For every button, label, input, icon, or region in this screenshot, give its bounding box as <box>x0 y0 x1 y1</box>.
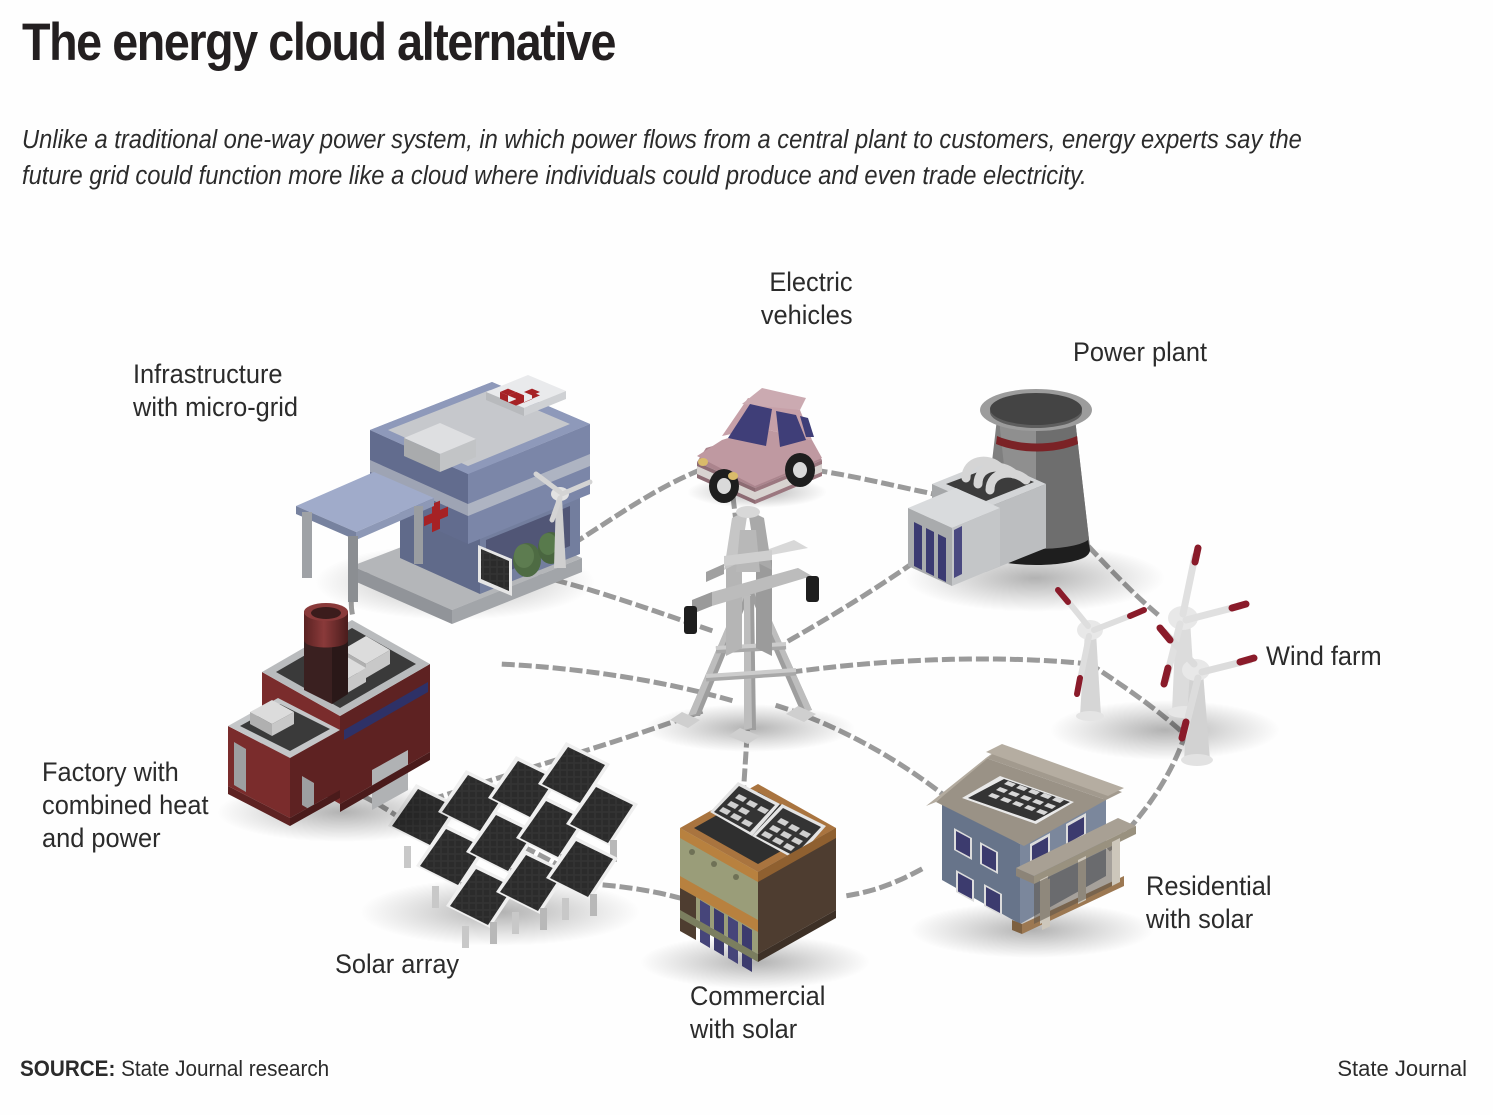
source-line: SOURCE: State Journal research <box>20 1056 329 1082</box>
page-subtitle: Unlike a traditional one-way power syste… <box>22 126 1302 191</box>
source-prefix: SOURCE: <box>20 1056 116 1081</box>
icon-electric-vehicle <box>687 388 827 508</box>
connector-network <box>348 465 1189 902</box>
page-title: The energy cloud alternative <box>22 13 616 72</box>
icon-factory-chp <box>217 603 467 842</box>
smokestack <box>304 603 348 704</box>
label-electric-vehicles: Electric vehicles <box>761 267 853 330</box>
icon-hospital-building <box>296 375 595 624</box>
wind-turbine <box>1160 544 1250 718</box>
icon-transmission-tower <box>645 506 855 752</box>
wind-turbine <box>1055 587 1147 721</box>
label-residential: Residential with solar <box>1146 871 1272 934</box>
label-infrastructure: Infrastructure with micro-grid <box>133 359 298 422</box>
wind-turbine <box>1156 624 1258 766</box>
icon-solar-array <box>360 742 640 948</box>
icon-power-plant <box>905 389 1165 612</box>
label-commercial: Commercial with solar <box>690 981 826 1044</box>
label-wind-farm: Wind farm <box>1266 641 1382 671</box>
icon-residential-house <box>910 744 1154 958</box>
micro-wind-turbine <box>533 471 593 568</box>
icon-commercial-building <box>640 782 870 989</box>
label-factory: Factory with combined heat and power <box>42 757 209 853</box>
label-power-plant: Power plant <box>1073 337 1208 367</box>
hospital-h-letter <box>500 388 540 406</box>
source-text: State Journal research <box>115 1056 330 1081</box>
rooftop-solar-panels <box>710 782 826 860</box>
publisher-credit: State Journal <box>1337 1056 1467 1081</box>
red-cross-icon <box>424 500 448 533</box>
solar-panel-row <box>388 742 638 948</box>
icon-wind-farm <box>1050 544 1280 766</box>
label-solar-array: Solar array <box>335 949 460 979</box>
